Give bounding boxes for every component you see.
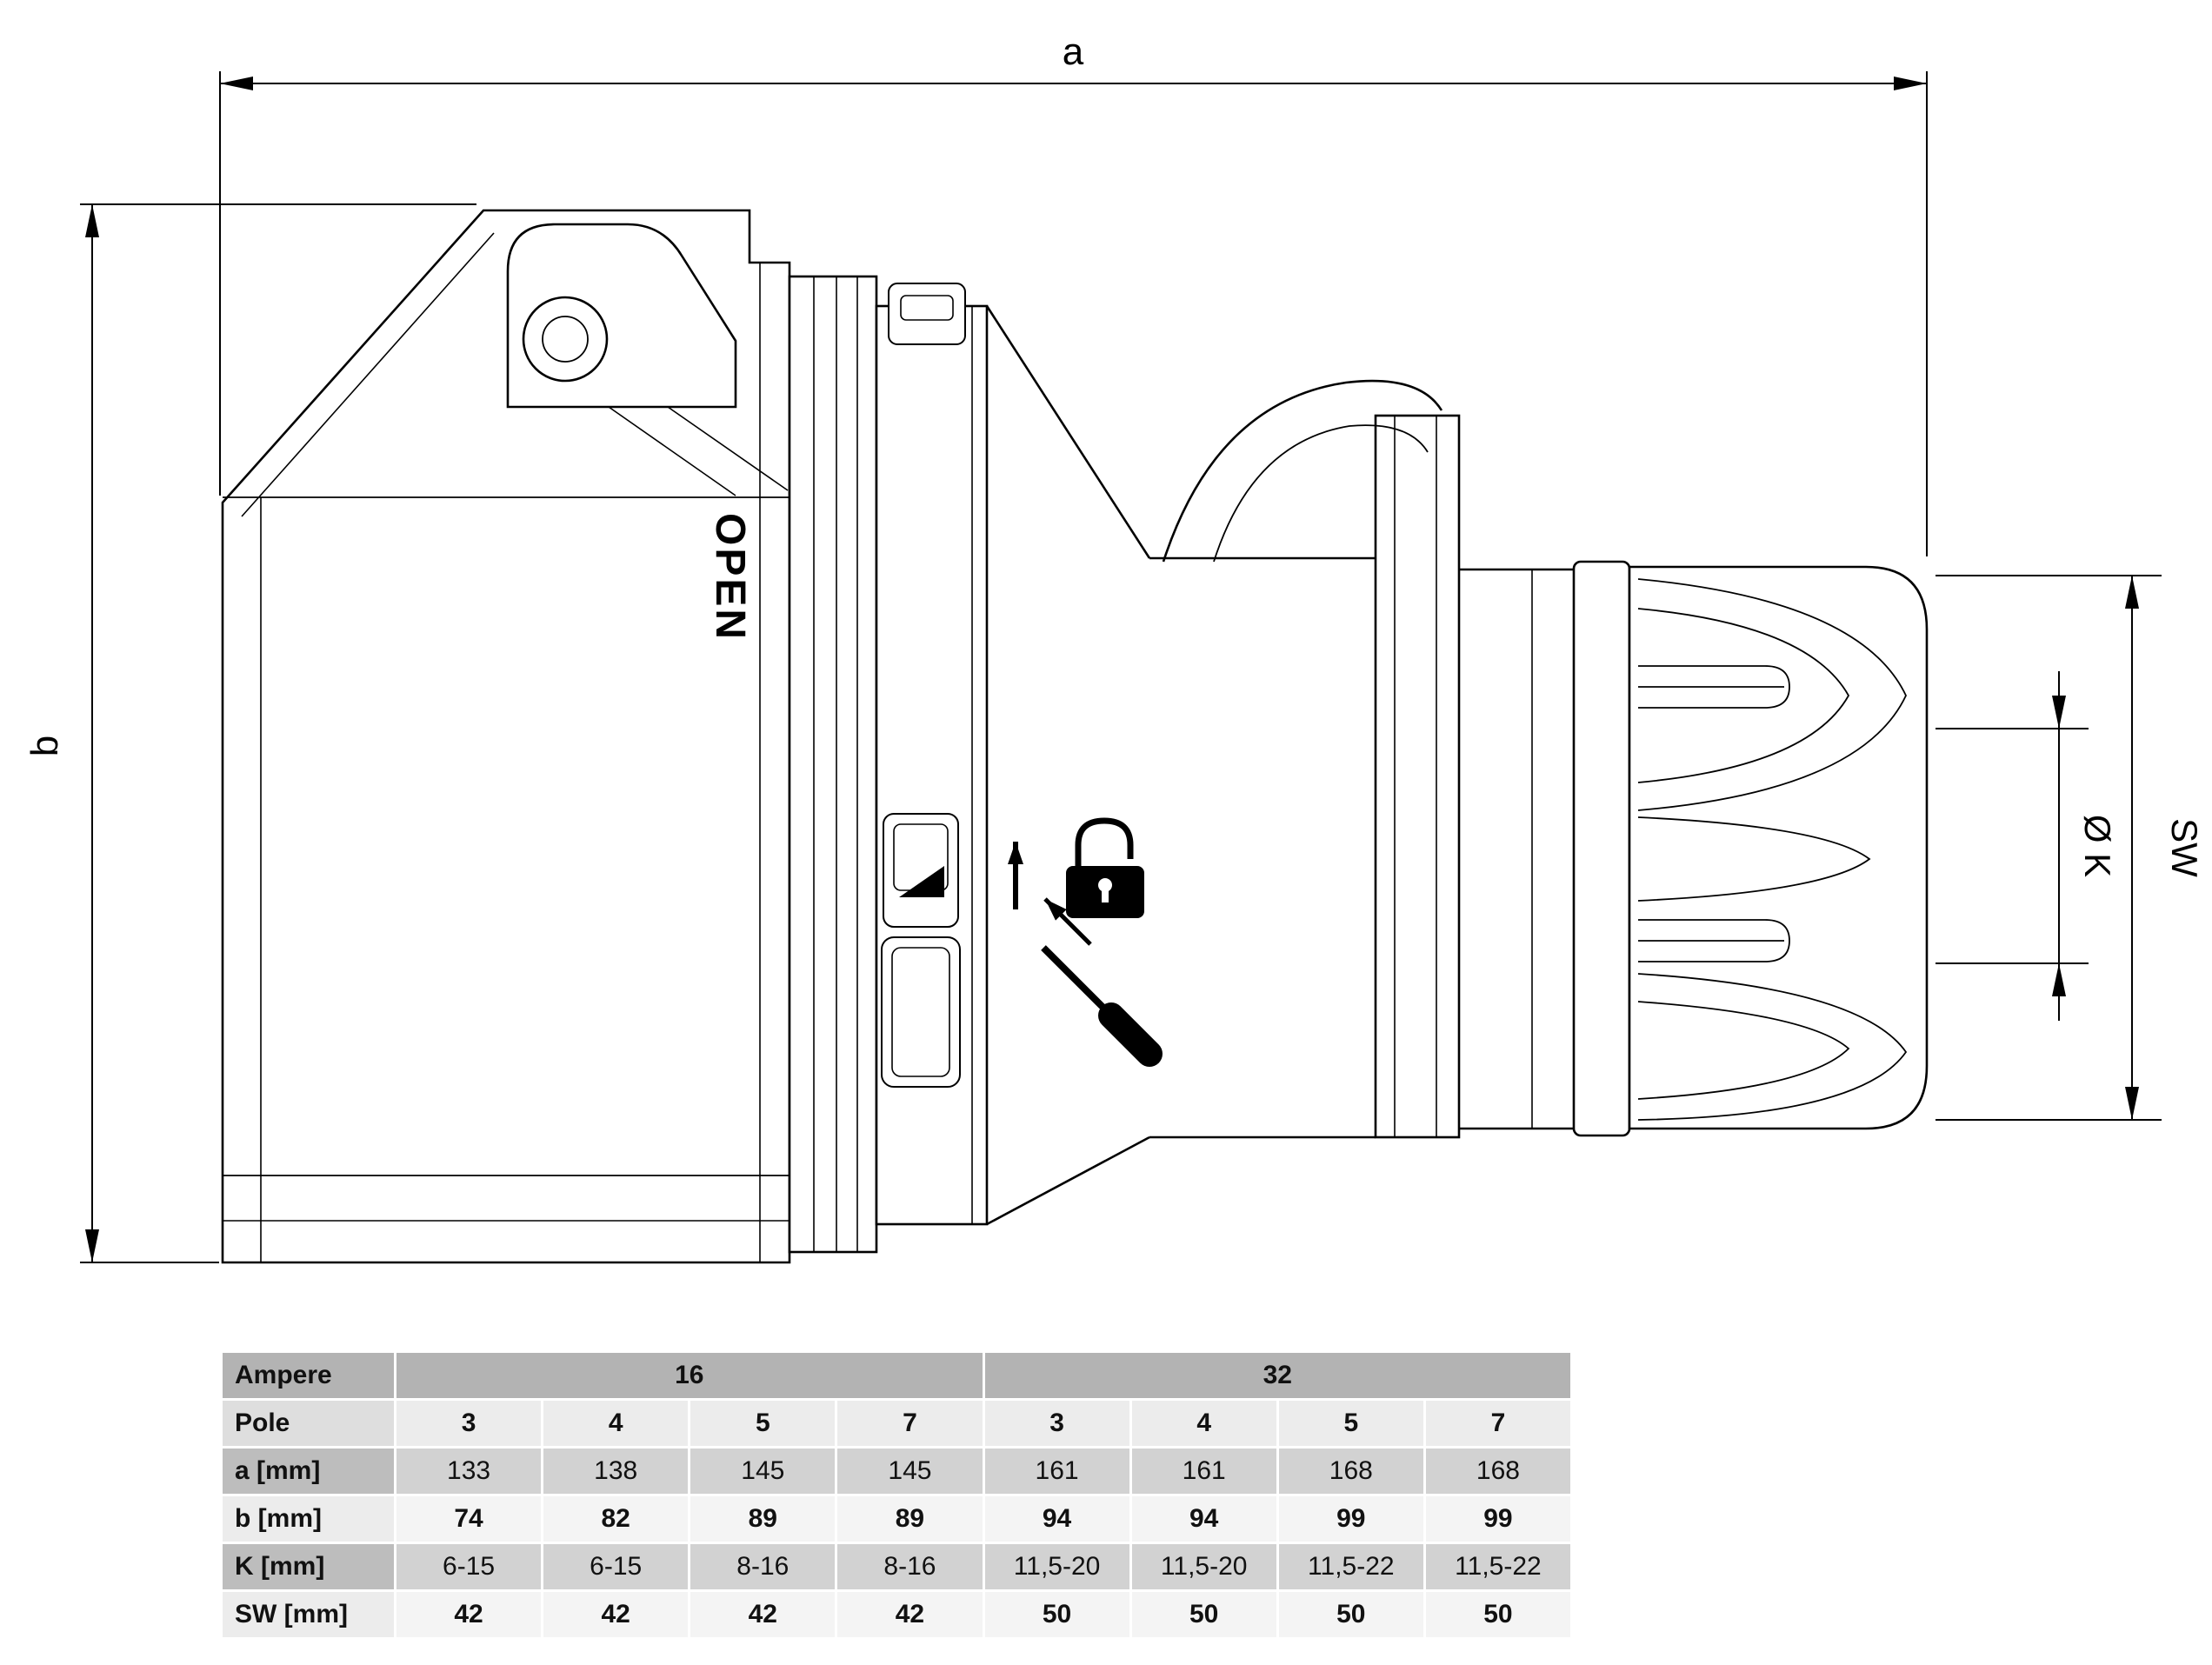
row-label-ampere: Ampere	[220, 1350, 396, 1401]
table-cell: 89	[835, 1494, 985, 1544]
table-cell: 145	[688, 1446, 838, 1496]
table-cell: 11,5-20	[1129, 1542, 1279, 1592]
dim-b-label: b	[23, 736, 66, 756]
table-cell: 161	[1129, 1446, 1279, 1496]
flange-ring	[788, 275, 989, 1254]
screwdriver-icon	[1041, 945, 1163, 1067]
table-cell: 94	[1129, 1494, 1279, 1544]
table-cell: 3	[393, 1398, 544, 1449]
collar	[1374, 414, 1461, 1139]
table-cell: 133	[393, 1446, 544, 1496]
table-cell: 89	[688, 1494, 838, 1544]
table-cell: 94	[982, 1494, 1132, 1544]
table-cell: 82	[541, 1494, 691, 1544]
table-cell: 161	[982, 1446, 1132, 1496]
row-label: K [mm]	[220, 1542, 396, 1592]
table-cell: 11,5-20	[982, 1542, 1132, 1592]
ampere-group: 16	[394, 1350, 985, 1401]
dim-sw-label: SW	[2164, 818, 2205, 877]
dimension-k	[1936, 671, 2089, 1021]
table-cell: 4	[541, 1398, 691, 1449]
table-cell: 168	[1422, 1446, 1574, 1496]
table-cell: 4	[1129, 1398, 1279, 1449]
table-cell: 50	[982, 1589, 1132, 1640]
table-cell: 168	[1276, 1446, 1426, 1496]
row-label: SW [mm]	[220, 1589, 396, 1640]
latch-windows	[881, 813, 961, 1088]
release-lever	[1162, 379, 1443, 563]
dimension-a	[219, 71, 1928, 556]
unlock-instruction-icon	[1008, 817, 1163, 1067]
table-cell: 42	[541, 1589, 691, 1640]
latch-pawl	[899, 866, 944, 897]
table-cell: 74	[393, 1494, 544, 1544]
table-cell: 138	[541, 1446, 691, 1496]
table-cell: 145	[835, 1446, 985, 1496]
table-cell: 42	[688, 1589, 838, 1640]
table-cell: 5	[688, 1398, 838, 1449]
table-cell: 99	[1276, 1494, 1426, 1544]
lid-hinge	[506, 223, 789, 496]
dimension-sw	[1936, 575, 2162, 1121]
table-cell: 11,5-22	[1276, 1542, 1426, 1592]
row-label: a [mm]	[220, 1446, 396, 1496]
table-cell: 50	[1422, 1589, 1574, 1640]
table-cell: 3	[982, 1398, 1132, 1449]
table-cell: 6-15	[393, 1542, 544, 1592]
open-label: OPEN	[707, 513, 753, 642]
dimension-b	[80, 203, 476, 1263]
table-cell: 42	[835, 1589, 985, 1640]
dim-a-label: a	[1063, 30, 1084, 73]
table-cell: 11,5-22	[1422, 1542, 1574, 1592]
table-cell: 7	[1422, 1398, 1574, 1449]
dim-k-label: Ø K	[2077, 815, 2118, 877]
table-cell: 8-16	[835, 1542, 985, 1592]
taper-cone	[985, 305, 1151, 1226]
table-cell: 5	[1276, 1398, 1426, 1449]
ampere-group: 32	[982, 1350, 1573, 1401]
gland-spring-relief	[1637, 578, 1908, 1121]
table-cell: 6-15	[541, 1542, 691, 1592]
diagonal-arrow-icon	[1043, 897, 1092, 946]
table-cell: 8-16	[688, 1542, 838, 1592]
cable-gland	[1572, 560, 1929, 1137]
connector-device	[221, 209, 1929, 1264]
rear-cylinder	[1459, 568, 1574, 1130]
table-cell: 7	[835, 1398, 985, 1449]
grip-section	[1149, 556, 1376, 1139]
table-cell: 42	[393, 1589, 544, 1640]
row-label: b [mm]	[220, 1494, 396, 1544]
table-cell: 99	[1422, 1494, 1574, 1544]
padlock-shackle-icon	[1075, 817, 1134, 866]
row-label: Pole	[220, 1398, 396, 1449]
table-cell: 50	[1276, 1589, 1426, 1640]
connector-side-view-drawing: a b Ø K SW OPEN	[23, 30, 2205, 1264]
table-cell: 50	[1129, 1589, 1279, 1640]
